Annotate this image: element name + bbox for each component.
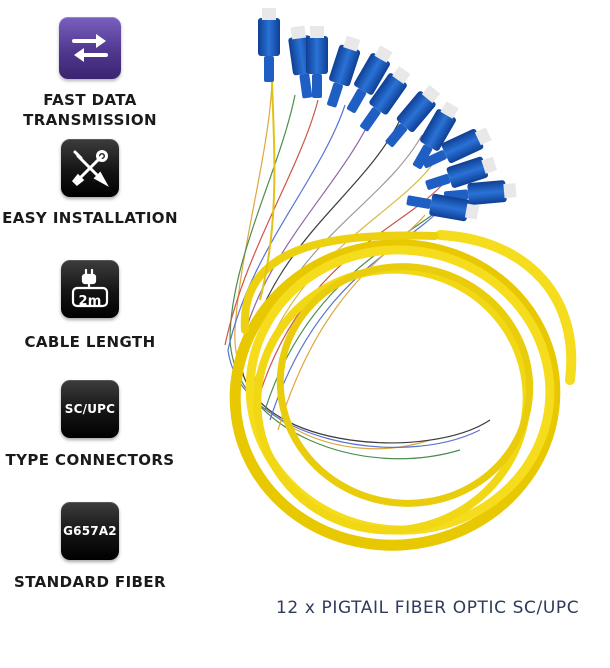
feature-label: TYPE CONNECTORS <box>0 450 180 470</box>
feature-cable-length: 2m CABLE LENGTH <box>0 260 180 352</box>
feature-type-connectors: SC/UPC TYPE CONNECTORS <box>0 380 180 470</box>
feature-label-line: TRANSMISSION <box>23 111 157 129</box>
fiber-strand-yellow <box>259 79 276 301</box>
connector-type-badge: SC/UPC <box>61 380 119 438</box>
feature-label-line: TYPE CONNECTORS <box>5 451 175 469</box>
feature-label-line: CABLE LENGTH <box>24 333 156 351</box>
feature-badge-installation <box>61 139 119 197</box>
feature-label: CABLE LENGTH <box>0 332 180 352</box>
feature-label: EASY INSTALLATION <box>0 208 180 228</box>
yellow-cable-coil <box>229 230 577 551</box>
product-photo <box>224 8 577 551</box>
connector-type-value: SC/UPC <box>64 402 116 416</box>
sc-connectors <box>258 8 517 222</box>
feature-standard-fiber: G657A2 STANDARD FIBER <box>0 502 180 592</box>
feature-label: FAST DATA TRANSMISSION <box>0 90 180 130</box>
cable-length-value: 2m <box>78 294 102 309</box>
cable-plug-icon <box>71 268 109 308</box>
fiber-standard-value: G657A2 <box>63 524 117 538</box>
feature-easy-installation: EASY INSTALLATION <box>0 139 180 228</box>
feature-label-line: FAST DATA <box>43 91 137 109</box>
fiber-standard-badge: G657A2 <box>61 502 119 560</box>
feature-label-line: STANDARD FIBER <box>14 573 166 591</box>
feature-fast-data: FAST DATA TRANSMISSION <box>0 17 180 130</box>
feature-badge-fast-data <box>59 17 121 79</box>
feature-label: STANDARD FIBER <box>0 572 180 592</box>
feature-label-line: EASY INSTALLATION <box>2 209 178 227</box>
product-title: 12 x PIGTAIL FIBER OPTIC SC/UPC <box>276 598 580 618</box>
feature-badge-cable-length: 2m <box>61 260 119 318</box>
swap-arrows-icon <box>72 34 108 62</box>
wrench-screwdriver-icon <box>71 150 109 187</box>
